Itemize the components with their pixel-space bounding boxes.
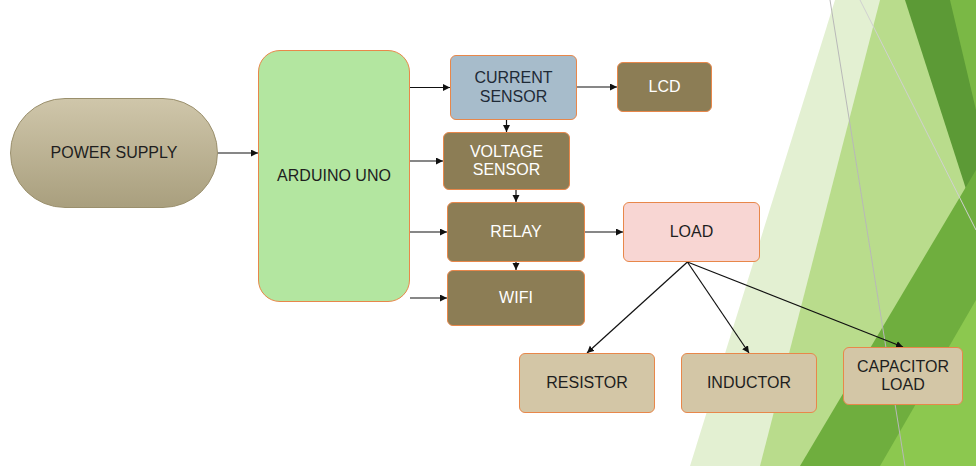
node-label: RELAY [490,223,541,241]
relay-box: RELAY [447,202,585,262]
node-label: POWER SUPPLY [51,144,178,162]
load-type-box: CAPACITOR LOAD [843,347,963,405]
sensor-box: CURRENT SENSOR [450,55,577,120]
controller-box: ARDUINO UNO [258,50,410,302]
node-label: VOLTAGE SENSOR [452,143,561,180]
arrow-connector [577,86,617,87]
arrow-connector [515,262,516,270]
load-box: LOAD [623,202,760,262]
arrow-connector [585,231,623,232]
node-label: CAPACITOR LOAD [852,358,954,395]
node-label: RESISTOR [546,374,628,392]
arrow-connector [587,262,687,353]
arrow-connector [410,231,447,232]
decor-line [860,0,976,230]
load-type-box: RESISTOR [519,353,655,413]
arrow-connector [410,160,443,161]
wifi-box: WIFI [447,270,585,326]
node-label: LOAD [670,223,714,241]
arrow-connector [687,262,903,347]
arrow-connector [687,262,749,353]
green-band [800,170,976,466]
power-supply: POWER SUPPLY [10,98,218,208]
node-label: WIFI [499,289,533,307]
arrow-connector [506,120,507,132]
node-label: CURRENT SENSOR [459,69,568,106]
green-band [950,0,976,110]
node-label: LCD [648,78,680,96]
node-label: ARDUINO UNO [277,167,391,185]
sensor-box: VOLTAGE SENSOR [443,132,570,190]
load-type-box: INDUCTOR [681,353,817,413]
node-label: INDUCTOR [707,374,791,392]
arrow-connector [515,190,516,202]
display-box: LCD [617,62,712,112]
arrow-connector [410,297,447,298]
arrow-connector [218,152,258,153]
arrow-connector [410,87,450,88]
